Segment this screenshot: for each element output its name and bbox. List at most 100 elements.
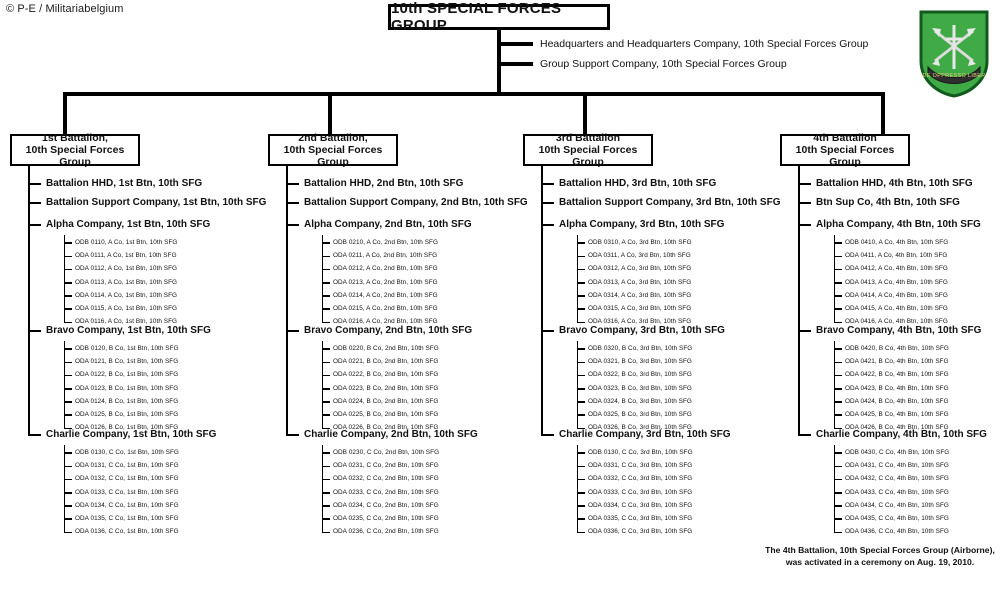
detachment-row-oda[interactable]: ODA 0236, C Co, 2nd Btn, 10th SFG bbox=[333, 528, 439, 536]
detachment-row-odb[interactable]: ODB 0120, B Co, 1st Btn, 10th SFG bbox=[75, 345, 179, 352]
detachment-row-oda[interactable]: ODA 0131, C Co, 1st Btn, 10th SFG bbox=[75, 462, 179, 470]
company-row-alpha[interactable]: Alpha Company, 4th Btn, 10th SFG bbox=[816, 219, 981, 230]
company-row-charlie[interactable]: Charlie Company, 2nd Btn, 10th SFG bbox=[304, 429, 478, 440]
detachment-row-oda[interactable]: ODA 0334, C Co, 3rd Btn, 10th SFG bbox=[588, 501, 693, 509]
detachment-row-oda[interactable]: ODA 0312, A Co, 3rd Btn, 10th SFG bbox=[588, 265, 692, 273]
company-row-alpha[interactable]: Alpha Company, 1st Btn, 10th SFG bbox=[46, 219, 211, 230]
detachment-row-oda[interactable]: ODA 0121, B Co, 1st Btn, 10th SFG bbox=[75, 358, 179, 366]
detachment-row-oda[interactable]: ODA 0333, C Co, 3rd Btn, 10th SFG bbox=[588, 488, 693, 496]
detachment-row-oda[interactable]: ODA 0321, B Co, 3rd Btn, 10th SFG bbox=[588, 358, 692, 366]
detachment-row-oda[interactable]: ODA 0225, B Co, 2nd Btn, 10th SFG bbox=[333, 411, 439, 418]
detachment-row-oda[interactable]: ODA 0232, C Co, 2nd Btn, 10th SFG bbox=[333, 475, 439, 483]
detachment-row-oda[interactable]: ODA 0134, C Co, 1st Btn, 10th SFG bbox=[75, 501, 179, 509]
detachment-row-oda[interactable]: ODA 0226, B Co, 2nd Btn, 10th SFG bbox=[333, 424, 439, 432]
detachment-row-oda[interactable]: ODA 0316, A Co, 3rd Btn, 10th SFG bbox=[588, 318, 692, 326]
detachment-row-oda[interactable]: ODA 0332, C Co, 3rd Btn, 10th SFG bbox=[588, 475, 693, 483]
company-row-bravo[interactable]: Bravo Company, 4th Btn, 10th SFG bbox=[816, 325, 982, 336]
detachment-row-oda[interactable]: ODA 0126, B Co, 1st Btn, 10th SFG bbox=[75, 424, 179, 432]
battalion-unit-row[interactable]: Battalion HHD, 2nd Btn, 10th SFG bbox=[304, 178, 464, 189]
detachment-row-odb[interactable]: ODB 0210, A Co, 2nd Btn, 10th SFG bbox=[333, 239, 439, 246]
detachment-row-odb[interactable]: ODB 0130, C Co, 3rd Btn, 10th SFG bbox=[588, 449, 693, 456]
company-row-alpha[interactable]: Alpha Company, 2nd Btn, 10th SFG bbox=[304, 219, 472, 230]
detachment-row-oda[interactable]: ODA 0211, A Co, 2nd Btn, 10th SFG bbox=[333, 252, 438, 260]
detachment-row-oda[interactable]: ODA 0314, A Co, 3rd Btn, 10th SFG bbox=[588, 291, 692, 299]
detachment-row-oda[interactable]: ODA 0135, C Co, 1st Btn, 10th SFG bbox=[75, 515, 179, 522]
detachment-row-oda[interactable]: ODA 0421, B Co, 4th Btn, 10th SFG bbox=[845, 358, 949, 366]
detachment-row-odb[interactable]: ODB 0230, C Co, 2nd Btn, 10th SFG bbox=[333, 449, 440, 456]
detachment-row-odb[interactable]: ODB 0130, C Co, 1st Btn, 10th SFG bbox=[75, 449, 179, 456]
detachment-row-oda[interactable]: ODA 0434, C Co, 4th Btn, 10th SFG bbox=[845, 501, 949, 509]
detachment-row-oda[interactable]: ODA 0422, B Co, 4th Btn, 10th SFG bbox=[845, 371, 949, 379]
detachment-row-odb[interactable]: ODB 0410, A Co, 4th Btn, 10th SFG bbox=[845, 239, 949, 246]
battalion-unit-row[interactable]: Battalion HHD, 3rd Btn, 10th SFG bbox=[559, 178, 717, 189]
detachment-row-oda[interactable]: ODA 0431, C Co, 4th Btn, 10th SFG bbox=[845, 462, 949, 470]
detachment-row-odb[interactable]: ODB 0320, B Co, 3rd Btn, 10th SFG bbox=[588, 345, 693, 352]
detachment-row-oda[interactable]: ODA 0124, B Co, 1st Btn, 10th SFG bbox=[75, 397, 179, 405]
battalion-unit-row[interactable]: Battalion Support Company, 3rd Btn, 10th… bbox=[559, 197, 781, 208]
detachment-row-oda[interactable]: ODA 0425, B Co, 4th Btn, 10th SFG bbox=[845, 411, 949, 418]
detachment-row-oda[interactable]: ODA 0216, A Co, 2nd Btn, 10th SFG bbox=[333, 318, 438, 326]
detachment-row-oda[interactable]: ODA 0435, C Co, 4th Btn, 10th SFG bbox=[845, 515, 949, 522]
detachment-row-oda[interactable]: ODA 0115, A Co, 1st Btn, 10th SFG bbox=[75, 305, 178, 312]
company-row-bravo[interactable]: Bravo Company, 3rd Btn, 10th SFG bbox=[559, 325, 725, 336]
detachment-row-oda[interactable]: ODA 0133, C Co, 1st Btn, 10th SFG bbox=[75, 488, 179, 496]
battalion-box-1st[interactable]: 1st Battalion,10th Special Forces Group bbox=[10, 132, 140, 168]
detachment-row-oda[interactable]: ODA 0413, A Co, 4th Btn, 10th SFG bbox=[845, 278, 948, 286]
battalion-unit-row[interactable]: Battalion Support Company, 2nd Btn, 10th… bbox=[304, 197, 528, 208]
battalion-unit-row[interactable]: Battalion HHD, 4th Btn, 10th SFG bbox=[816, 178, 973, 189]
detachment-row-odb[interactable]: ODB 0220, B Co, 2nd Btn, 10th SFG bbox=[333, 345, 439, 352]
detachment-row-oda[interactable]: ODA 0432, C Co, 4th Btn, 10th SFG bbox=[845, 475, 949, 483]
detachment-row-oda[interactable]: ODA 0132, C Co, 1st Btn, 10th SFG bbox=[75, 475, 179, 483]
company-row-charlie[interactable]: Charlie Company, 3rd Btn, 10th SFG bbox=[559, 429, 731, 440]
detachment-row-oda[interactable]: ODA 0436, C Co, 4th Btn, 10th SFG bbox=[845, 528, 949, 536]
detachment-row-oda[interactable]: ODA 0424, B Co, 4th Btn, 10th SFG bbox=[845, 397, 949, 405]
detachment-row-oda[interactable]: ODA 0324, B Co, 3rd Btn, 10th SFG bbox=[588, 397, 692, 405]
detachment-row-oda[interactable]: ODA 0113, A Co, 1st Btn, 10th SFG bbox=[75, 278, 178, 286]
detachment-row-odb[interactable]: ODB 0110, A Co, 1st Btn, 10th SFG bbox=[75, 239, 178, 246]
detachment-row-odb[interactable]: ODB 0420, B Co, 4th Btn, 10th SFG bbox=[845, 345, 949, 352]
detachment-row-oda[interactable]: ODA 0116, A Co, 1st Btn, 10th SFG bbox=[75, 318, 178, 326]
detachment-row-oda[interactable]: ODA 0411, A Co, 4th Btn, 10th SFG bbox=[845, 252, 948, 260]
company-row-bravo[interactable]: Bravo Company, 1st Btn, 10th SFG bbox=[46, 325, 211, 336]
detachment-row-odb[interactable]: ODB 0430, C Co, 4th Btn, 10th SFG bbox=[845, 449, 950, 456]
detachment-row-oda[interactable]: ODA 0325, B Co, 3rd Btn, 10th SFG bbox=[588, 411, 692, 418]
battalion-unit-row[interactable]: Battalion Support Company, 1st Btn, 10th… bbox=[46, 197, 267, 208]
detachment-row-oda[interactable]: ODA 0416, A Co, 4th Btn, 10th SFG bbox=[845, 318, 948, 326]
detachment-row-oda[interactable]: ODA 0224, B Co, 2nd Btn, 10th SFG bbox=[333, 397, 439, 405]
detachment-row-oda[interactable]: ODA 0315, A Co, 3rd Btn, 10th SFG bbox=[588, 305, 692, 312]
detachment-row-oda[interactable]: ODA 0111, A Co, 1st Btn, 10th SFG bbox=[75, 252, 177, 260]
detachment-row-oda[interactable]: ODA 0221, B Co, 2nd Btn, 10th SFG bbox=[333, 358, 439, 366]
detachment-row-oda[interactable]: ODA 0214, A Co, 2nd Btn, 10th SFG bbox=[333, 291, 438, 299]
detachment-row-oda[interactable]: ODA 0123, B Co, 1st Btn, 10th SFG bbox=[75, 384, 179, 392]
detachment-row-oda[interactable]: ODA 0235, C Co, 2nd Btn, 10th SFG bbox=[333, 515, 439, 522]
detachment-row-oda[interactable]: ODA 0433, C Co, 4th Btn, 10th SFG bbox=[845, 488, 949, 496]
detachment-row-odb[interactable]: ODB 0310, A Co, 3rd Btn, 10th SFG bbox=[588, 239, 692, 246]
company-row-charlie[interactable]: Charlie Company, 4th Btn, 10th SFG bbox=[816, 429, 987, 440]
detachment-row-oda[interactable]: ODA 0234, C Co, 2nd Btn, 10th SFG bbox=[333, 501, 439, 509]
detachment-row-oda[interactable]: ODA 0331, C Co, 3rd Btn, 10th SFG bbox=[588, 462, 693, 470]
detachment-row-oda[interactable]: ODA 0311, A Co, 3rd Btn, 10th SFG bbox=[588, 252, 691, 260]
detachment-row-oda[interactable]: ODA 0223, B Co, 2nd Btn, 10th SFG bbox=[333, 384, 439, 392]
detachment-row-oda[interactable]: ODA 0136, C Co, 1st Btn, 10th SFG bbox=[75, 528, 179, 536]
detachment-row-oda[interactable]: ODA 0322, B Co, 3rd Btn, 10th SFG bbox=[588, 371, 692, 379]
detachment-row-oda[interactable]: ODA 0213, A Co, 2nd Btn, 10th SFG bbox=[333, 278, 438, 286]
detachment-row-oda[interactable]: ODA 0215, A Co, 2nd Btn, 10th SFG bbox=[333, 305, 438, 312]
detachment-row-oda[interactable]: ODA 0414, A Co, 4th Btn, 10th SFG bbox=[845, 291, 948, 299]
company-row-charlie[interactable]: Charlie Company, 1st Btn, 10th SFG bbox=[46, 429, 217, 440]
detachment-row-oda[interactable]: ODA 0222, B Co, 2nd Btn, 10th SFG bbox=[333, 371, 439, 379]
company-row-alpha[interactable]: Alpha Company, 3rd Btn, 10th SFG bbox=[559, 219, 725, 230]
detachment-row-oda[interactable]: ODA 0122, B Co, 1st Btn, 10th SFG bbox=[75, 371, 179, 379]
detachment-row-oda[interactable]: ODA 0326, B Co, 3rd Btn, 10th SFG bbox=[588, 424, 692, 432]
company-row-bravo[interactable]: Bravo Company, 2nd Btn, 10th SFG bbox=[304, 325, 473, 336]
detachment-row-oda[interactable]: ODA 0335, C Co, 3rd Btn, 10th SFG bbox=[588, 515, 693, 522]
detachment-row-oda[interactable]: ODA 0231, C Co, 2nd Btn, 10th SFG bbox=[333, 462, 439, 470]
detachment-row-oda[interactable]: ODA 0233, C Co, 2nd Btn, 10th SFG bbox=[333, 488, 439, 496]
detachment-row-oda[interactable]: ODA 0112, A Co, 1st Btn, 10th SFG bbox=[75, 265, 178, 273]
detachment-row-oda[interactable]: ODA 0114, A Co, 1st Btn, 10th SFG bbox=[75, 291, 178, 299]
detachment-row-oda[interactable]: ODA 0323, B Co, 3rd Btn, 10th SFG bbox=[588, 384, 692, 392]
battalion-box-2nd[interactable]: 2nd Battalion,10th Special Forces Group bbox=[268, 132, 398, 168]
detachment-row-oda[interactable]: ODA 0426, B Co, 4th Btn, 10th SFG bbox=[845, 424, 949, 432]
detachment-row-oda[interactable]: ODA 0212, A Co, 2nd Btn, 10th SFG bbox=[333, 265, 438, 273]
